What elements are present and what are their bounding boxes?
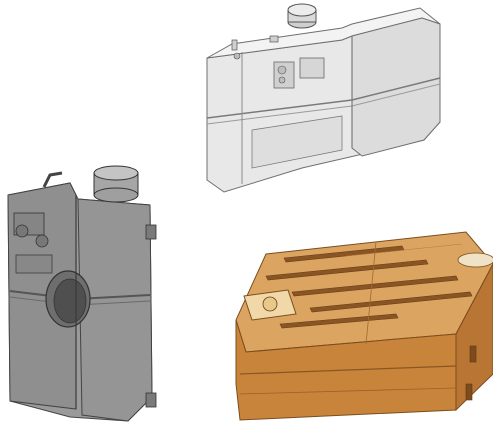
- tank-render-top-right: [192, 0, 450, 205]
- tank-dark-illustration: [7, 165, 157, 422]
- mold-tooling-illustration: [235, 231, 493, 421]
- tank-light-illustration: [206, 3, 441, 193]
- tank-render-bottom-left: [0, 165, 170, 424]
- mold-render-bottom-right: [226, 224, 493, 424]
